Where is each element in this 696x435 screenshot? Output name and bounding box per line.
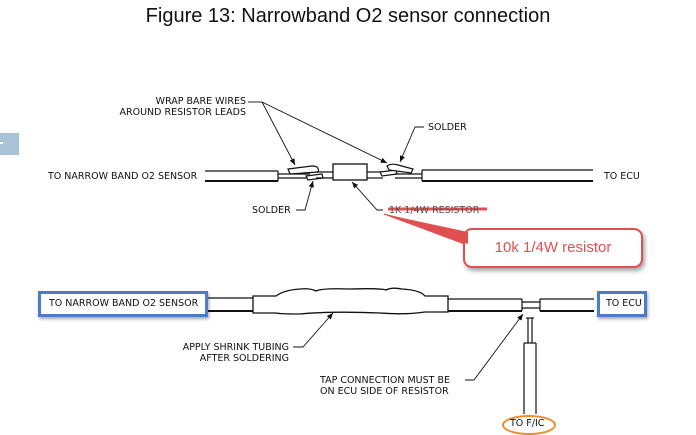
top-left-wire: [205, 170, 310, 182]
tap-wire: [523, 317, 537, 414]
resistor-leader: [351, 181, 383, 211]
side-tab-mark: [0, 142, 3, 144]
bottom-left-wire: [207, 297, 253, 312]
to-sensor-label-top: TO NARROW BAND O2 SENSOR: [48, 171, 198, 182]
shrink-label-line1: APPLY SHRINK TUBING: [182, 342, 289, 353]
tap-label-line2: ON ECU SIDE OF RESISTOR: [320, 386, 449, 397]
to-sensor-highlight: TO NARROW BAND O2 SENSOR: [38, 291, 208, 317]
wrap-label-line1: WRAP BARE WIRES: [155, 96, 246, 107]
solder-right-label: SOLDER: [428, 122, 467, 133]
to-ecu-label-bottom: TO ECU: [606, 298, 642, 309]
top-right-wire: [395, 169, 593, 182]
resistor-body: [332, 163, 368, 181]
shrink-label: APPLY SHRINK TUBING AFTER SOLDERING: [183, 342, 289, 364]
shrink-leader: [293, 312, 334, 348]
to-fic-label: TO F/IC: [510, 418, 545, 429]
to-ecu-highlight: TO ECU: [597, 291, 647, 317]
side-tab[interactable]: [0, 133, 19, 155]
to-sensor-label-bottom: TO NARROW BAND O2 SENSOR: [49, 298, 199, 309]
wrap-label-line2: AROUND RESISTOR LEADS: [119, 107, 246, 118]
bottom-mid-wire: [448, 298, 594, 312]
shrink-tubing: [252, 287, 449, 315]
callout-pointer: [383, 213, 471, 247]
tap-label: TAP CONNECTION MUST BE ON ECU SIDE OF RE…: [320, 375, 450, 397]
resistor-callout: 10k 1/4W resistor: [463, 228, 643, 268]
tap-label-line1: TAP CONNECTION MUST BE: [320, 375, 451, 386]
wrap-leaders: [248, 101, 388, 166]
solder-left-label: SOLDER: [252, 205, 291, 216]
to-ecu-label-top: TO ECU: [604, 171, 640, 182]
wrap-label: WRAP BARE WIRES AROUND RESISTOR LEADS: [120, 96, 246, 118]
shrink-label-line2: AFTER SOLDERING: [199, 353, 289, 364]
solder-left-leader: [296, 180, 314, 211]
solder-right-leader: [399, 126, 424, 163]
figure-title: Figure 13: Narrowband O2 sensor connecti…: [145, 5, 551, 27]
tap-leader: [465, 313, 524, 381]
top-right-solder-joint: [379, 163, 414, 177]
resistor-label-struck: 1K 1/4W RESISTOR: [389, 205, 480, 216]
